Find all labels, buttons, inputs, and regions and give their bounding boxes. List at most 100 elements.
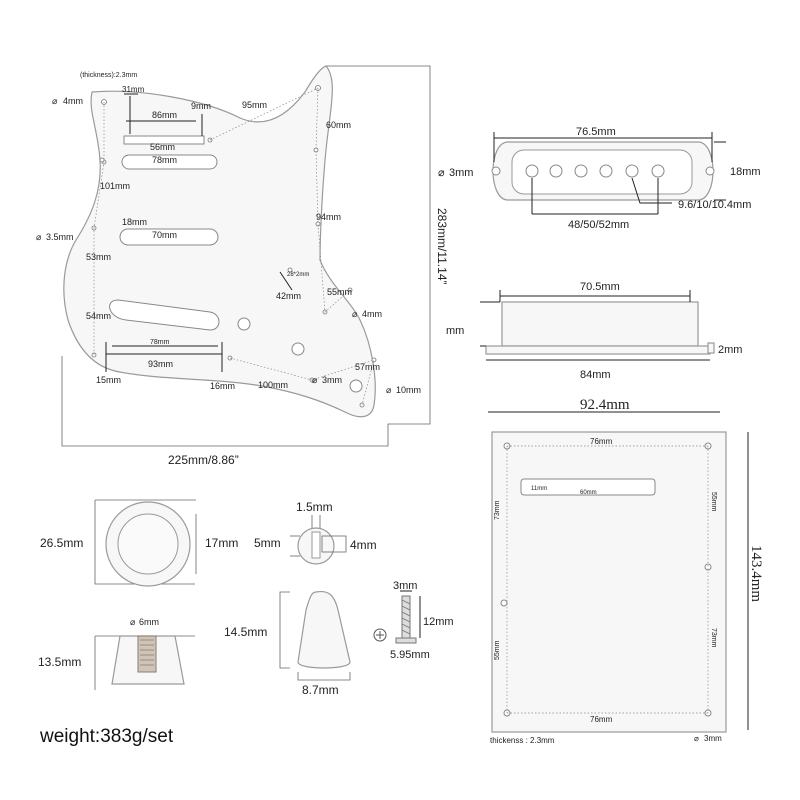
bp-thickness: thickenss : 2.3mm: [490, 736, 555, 745]
pg-d18: 18mm: [122, 217, 147, 227]
tip-base-guide: [297, 672, 351, 681]
knob-outer: 26.5mm: [40, 536, 83, 550]
pg-d28x2: 28*2mm: [287, 272, 309, 278]
bp-slot-w: 60mm: [580, 490, 597, 496]
knob-side: ⌀ 6mm 13.5mm: [38, 617, 195, 690]
pg-d78b: 78mm: [150, 339, 170, 346]
pg-d57: 57mm: [355, 362, 380, 372]
bolt-slot: [311, 531, 321, 559]
screw-head-size: 5.95mm: [390, 649, 430, 661]
bp-height: 143.4mm: [748, 545, 764, 602]
pg-hole3: 3mm: [322, 375, 342, 385]
neck-cutout: [123, 135, 205, 145]
pg-width: 225mm/8.86”: [168, 453, 239, 467]
side-base: 84mm: [580, 369, 611, 381]
screw-d3: 3mm: [393, 580, 417, 592]
cover-width: 76.5mm: [576, 126, 616, 138]
cover-height: 18mm: [730, 166, 761, 178]
pg-thickness: (thickness):2.3mm: [80, 72, 137, 79]
pg-height: 283mm/11.14”: [435, 208, 449, 284]
bp-slot-h: 11mm: [531, 486, 547, 492]
bp-left-bottom: 55mm: [494, 640, 501, 660]
pg-d93: 93mm: [148, 359, 173, 369]
control-hole-2: [291, 342, 305, 356]
pg-d100: 100mm: [258, 380, 288, 390]
backplate: 92.4mm 143.4mm 76mm 11mm 60mm 55mm 73mm …: [488, 397, 764, 745]
pickup-side-body: [501, 301, 699, 347]
knob-top-inner: [117, 513, 179, 575]
pg-d31: 31mm: [122, 85, 145, 94]
screw-head: [395, 637, 417, 644]
knob-side-height: 13.5mm: [38, 655, 81, 669]
knob-side-knurl: [140, 639, 154, 666]
pg-d70: 70mm: [152, 230, 177, 240]
pg-hole3-sym: ⌀: [312, 375, 318, 385]
pickguard: (thickness):2.3mm ⌀ 4mm 31mm 9mm 95mm 86…: [36, 65, 449, 467]
bp-left-top: 73mm: [494, 500, 501, 520]
pole-spacing: 48/50/52mm: [568, 219, 629, 231]
knob-side-hole-sym: ⌀: [130, 617, 136, 627]
switch-tip: 14.5mm 8.7mm: [224, 590, 351, 697]
pickup-cover-hole-left: [491, 166, 501, 176]
bp-bottom: 76mm: [590, 715, 613, 724]
pg-d15: 15mm: [96, 375, 121, 385]
knob-inner: 17mm: [205, 536, 238, 550]
pg-d95: 95mm: [242, 100, 267, 110]
tip-base: 8.7mm: [302, 683, 339, 697]
screw: 3mm 12mm 5.95mm: [373, 580, 454, 661]
pickguard-outline: [63, 65, 376, 418]
pole-size-leader: [631, 177, 672, 204]
pg-hole35: 3.5mm: [46, 232, 74, 242]
pole-pieces: [525, 164, 665, 178]
cover-hole: 3mm: [449, 167, 473, 179]
screw-length: 12mm: [423, 616, 454, 628]
backplate-slot: [520, 478, 656, 496]
pg-d53: 53mm: [86, 252, 111, 262]
tip-body: [297, 590, 351, 669]
knob-top: 26.5mm 17mm: [40, 499, 238, 587]
weight-label: weight:383g/set: [40, 726, 174, 747]
bolt-4-box: [321, 535, 347, 553]
backplate-outline: [491, 431, 727, 733]
tip-height-guide: [279, 591, 290, 669]
backplate-guides: [506, 445, 709, 714]
knob-side-shaft: [137, 635, 157, 673]
pg-d9: 9mm: [191, 101, 211, 111]
pg-d60: 60mm: [326, 120, 351, 130]
side-flange: 2mm: [718, 344, 742, 356]
pg-d101: 101mm: [100, 181, 130, 191]
screw-thread: [401, 599, 411, 635]
bp-right-bottom: 73mm: [710, 628, 717, 648]
pg-d16: 16mm: [210, 381, 235, 391]
pg-d55: 55mm: [327, 287, 352, 297]
bolt-d5: 5mm: [254, 536, 281, 550]
tip-height: 14.5mm: [224, 625, 267, 639]
neck-pickup-slot: [121, 154, 218, 170]
pickup-side-tab: [707, 342, 715, 354]
pg-d42: 42mm: [276, 291, 301, 301]
pole-size: 9.6/10/10.4mm: [678, 199, 751, 211]
pickup-cover: 76.5mm ⌀ 3mm 18mm 48/50/52mm 9.6/10/10.4…: [438, 126, 761, 231]
pickguard-frame-line: [61, 65, 431, 447]
switch-bolt: 1.5mm 5mm 4mm: [254, 500, 377, 565]
pickup-cover-hole-right: [705, 166, 715, 176]
cover-hole-sym: ⌀: [438, 167, 445, 179]
pg-hole4b-sym: ⌀: [352, 309, 358, 319]
middle-pickup-slot: [119, 228, 219, 246]
pg-d56: 56mm: [150, 142, 175, 152]
pg-d86: 86mm: [152, 110, 177, 120]
bp-width: 92.4mm: [580, 397, 630, 413]
dotted-guides: [93, 87, 375, 406]
pickup-side-flange: [485, 345, 711, 355]
pg-hole10: 10mm: [396, 385, 421, 395]
bp-right-top: 55mm: [710, 492, 717, 512]
bolt-d4: 4mm: [350, 538, 377, 552]
jack-hole: [349, 379, 363, 393]
bp-top: 76mm: [590, 437, 613, 446]
pg-hole4: 4mm: [63, 96, 83, 106]
bridge-pickup-slot: [109, 299, 220, 331]
pg-d54: 54mm: [86, 311, 111, 321]
side-left: mm: [446, 325, 464, 337]
pg-hole35-sym: ⌀: [36, 232, 42, 242]
